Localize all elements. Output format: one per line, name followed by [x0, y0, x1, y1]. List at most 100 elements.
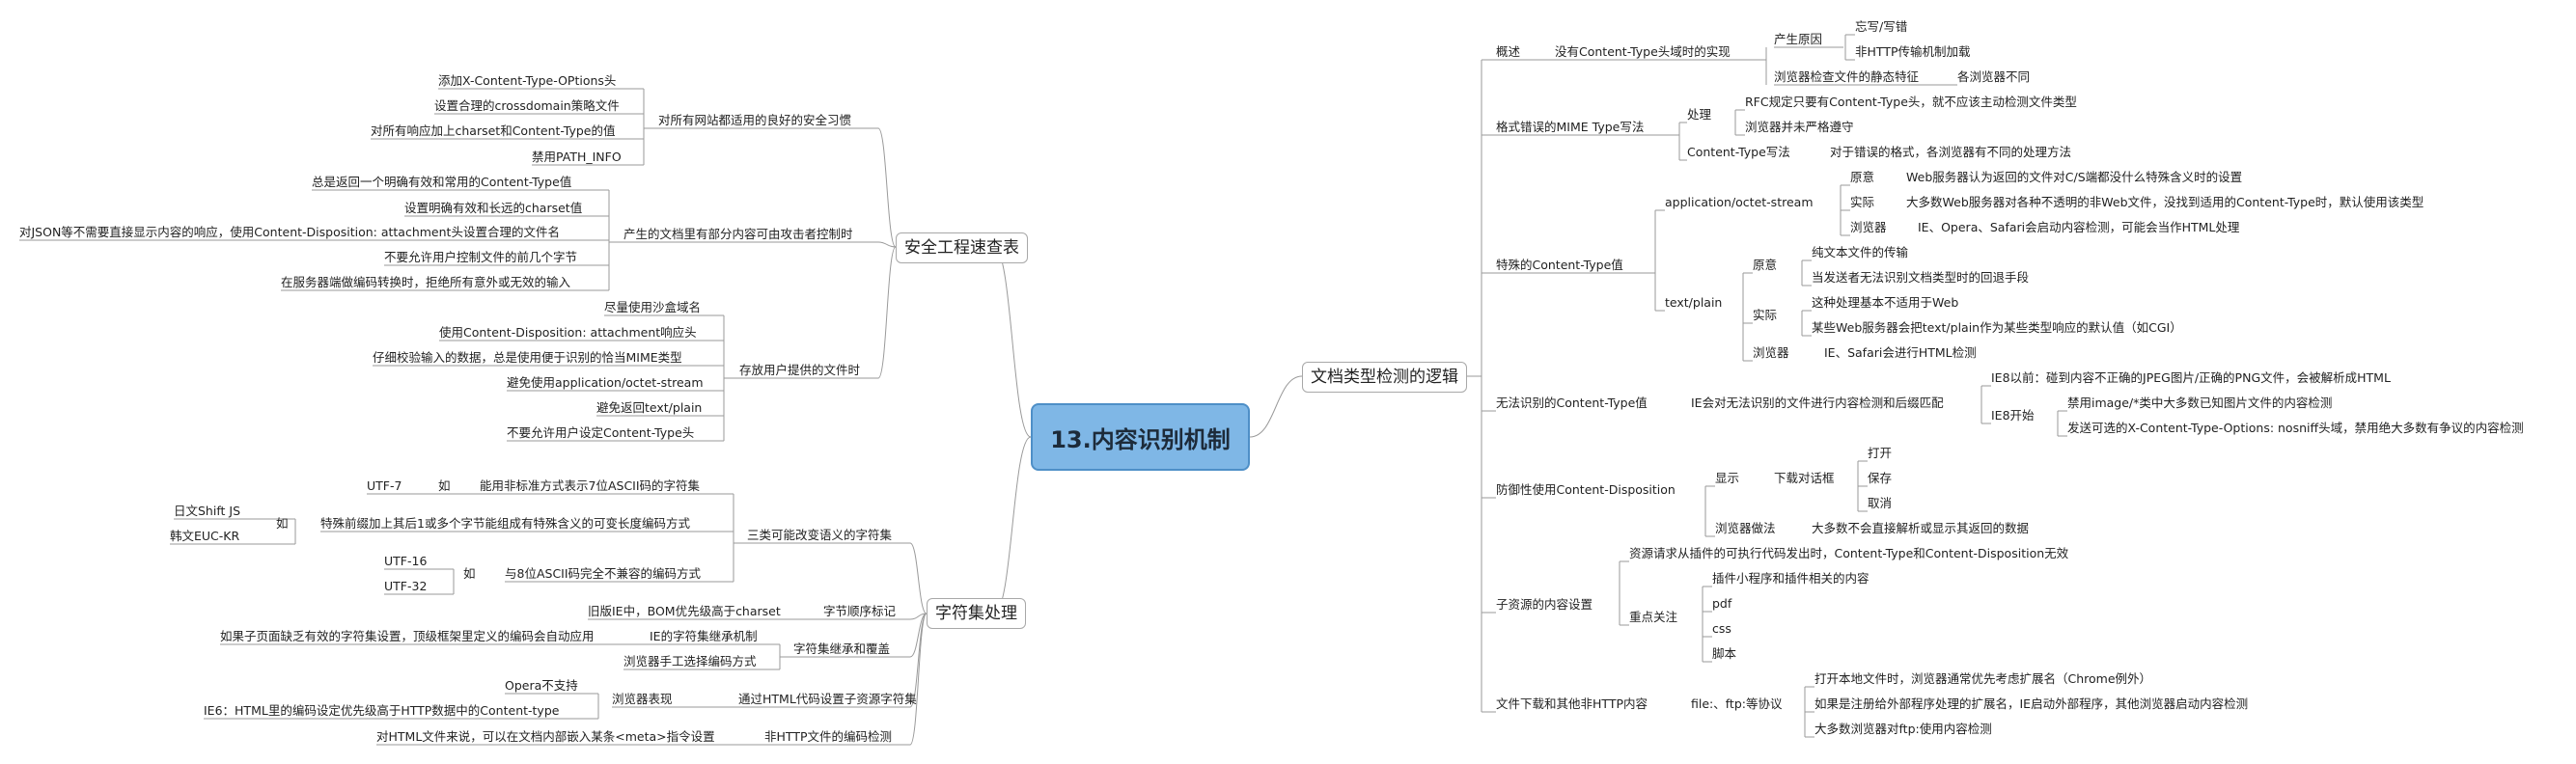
doctype-intent-desc[interactable]: Web服务器认为返回的文件对C/S端都没什么特殊含义时的设置 — [1906, 170, 2243, 184]
doctype-browser-way[interactable]: 浏览器做法 — [1715, 521, 1776, 535]
doctype-no-content-type[interactable]: 没有Content-Type头域时的实现 — [1555, 44, 1731, 59]
charset-nonhttp[interactable]: 非HTTP文件的编码检测 — [764, 729, 892, 744]
charset-multibyte-desc[interactable]: 特殊前缀加上其后1或多个字节能组成有特殊含义的可变长度编码方式 — [320, 516, 690, 531]
doctype-ie8-1[interactable]: 禁用image/*类中大多数已知图片文件的内容检测 — [2067, 396, 2333, 410]
charset-shift-jis[interactable]: 日文Shift JS — [174, 504, 241, 518]
doctype-browsers-differ[interactable]: 各浏览器不同 — [1957, 69, 2031, 84]
doctype-not-strict[interactable]: 浏览器并未严格遵守 — [1745, 120, 1854, 134]
doctype-download-nonhttp[interactable]: 文件下载和其他非HTTP内容 — [1496, 696, 1648, 711]
doctype-open[interactable]: 打开 — [1868, 446, 1893, 460]
security-user-files[interactable]: 存放用户提供的文件时 — [739, 363, 861, 377]
charset-utf7-desc[interactable]: 能用非标准方式表示7位ASCII码的字符集 — [480, 478, 701, 493]
doctype-malformed-mime[interactable]: 格式错误的MIME Type写法 — [1496, 120, 1645, 134]
doctype-file-ftp[interactable]: file:、ftp:等协议 — [1691, 696, 1783, 711]
security-files-item[interactable]: 使用Content-Disposition: attachment响应头 — [439, 325, 697, 340]
charset-manual-select[interactable]: 浏览器手工选择编码方式 — [623, 654, 757, 668]
security-attacker-item[interactable]: 对JSON等不需要直接显示内容的响应，使用Content-Disposition… — [19, 225, 560, 239]
doctype-cause[interactable]: 产生原因 — [1774, 32, 1823, 46]
doctype-subresource-desc[interactable]: 资源请求从插件的可执行代码发出时，Content-Type和Content-Di… — [1629, 546, 2069, 560]
doctype-handle[interactable]: 处理 — [1687, 107, 1712, 122]
doctype-text-plain[interactable]: text/plain — [1665, 295, 1723, 310]
doctype-static-check[interactable]: 浏览器检查文件的静态特征 — [1774, 69, 1920, 84]
doctype-special-values[interactable]: 特殊的Content-Type值 — [1496, 258, 1623, 272]
doctype-tp-actual-2[interactable]: 某些Web服务器会把text/plain作为某些类型响应的默认值（如CGI） — [1812, 320, 2182, 335]
security-files-item[interactable]: 仔细校验输入的数据，总是使用便于识别的恰当MIME类型 — [373, 350, 682, 365]
doctype-cancel[interactable]: 取消 — [1868, 496, 1893, 510]
doctype-css[interactable]: css — [1712, 621, 1731, 636]
doctype-subresource[interactable]: 子资源的内容设置 — [1496, 597, 1593, 612]
security-attacker-item[interactable]: 在服务器端做编码转换时，拒绝所有意外或无效的输入 — [281, 275, 571, 289]
doctype-forget[interactable]: 忘写/写错 — [1855, 19, 1908, 34]
doctype-tp-intent-2[interactable]: 当发送者无法识别文档类型时的回退手段 — [1812, 270, 2030, 285]
root-topic[interactable]: 13.内容识别机制 — [1031, 403, 1250, 471]
security-attacker-control[interactable]: 产生的文档里有部分内容可由攻击者控制时 — [623, 227, 853, 241]
doctype-tp-browser-desc[interactable]: IE、Safari会进行HTML检测 — [1824, 345, 1977, 360]
doctype-local-file[interactable]: 打开本地文件时，浏览器通常优先考虑扩展名（Chrome例外） — [1814, 671, 2152, 686]
doctype-registered-ext[interactable]: 如果是注册给外部程序处理的扩展名，IE启动外部程序，其他浏览器启动内容检测 — [1814, 696, 2249, 711]
doctype-rfc[interactable]: RFC规定只要有Content-Type头，就不应该主动检测文件类型 — [1745, 95, 2077, 109]
charset-ie-inherit-desc[interactable]: 如果子页面缺乏有效的字符集设置，顶级框架里定义的编码会自动应用 — [220, 629, 595, 643]
security-attacker-item[interactable]: 总是返回一个明确有效和常用的Content-Type值 — [312, 175, 572, 189]
security-attacker-item[interactable]: 设置明确有效和长远的charset值 — [404, 201, 583, 215]
doctype-unknown-desc[interactable]: IE会对无法识别的文件进行内容检测和后缀匹配 — [1691, 396, 1944, 410]
doctype-save[interactable]: 保存 — [1868, 471, 1893, 485]
charset-utf32[interactable]: UTF-32 — [384, 579, 428, 593]
charset-utf7[interactable]: UTF-7 — [367, 478, 402, 493]
doctype-browser[interactable]: 浏览器 — [1850, 220, 1887, 234]
doctype-pdf[interactable]: pdf — [1712, 596, 1732, 611]
charset-nonhttp-desc[interactable]: 对HTML文件来说，可以在文档内部嵌入某条<meta>指令设置 — [376, 729, 715, 744]
doctype-focus[interactable]: 重点关注 — [1629, 610, 1678, 624]
doctype-overview[interactable]: 概述 — [1496, 44, 1521, 59]
security-attacker-item[interactable]: 不要允许用户控制文件的前几个字节 — [384, 250, 578, 264]
charset-utf16[interactable]: UTF-16 — [384, 554, 428, 568]
charset-bom[interactable]: 字节顺序标记 — [823, 604, 897, 618]
doctype-ct-syntax-desc[interactable]: 对于错误的格式，各浏览器有不同的处理方法 — [1830, 145, 2072, 159]
charset-bom-desc[interactable]: 旧版IE中，BOM优先级高于charset — [588, 604, 781, 618]
security-general-item[interactable]: 添加X-Content-Type-OPtions头 — [438, 73, 617, 88]
charset-browser-behavior[interactable]: 浏览器表现 — [612, 692, 673, 706]
branch-doctype-detection[interactable]: 文档类型检测的逻辑 — [1302, 362, 1467, 393]
branch-charset[interactable]: 字符集处理 — [927, 598, 1026, 629]
doctype-tp-intent-1[interactable]: 纯文本文件的传输 — [1812, 245, 1909, 259]
doctype-display[interactable]: 显示 — [1715, 471, 1740, 485]
doctype-tp-browser[interactable]: 浏览器 — [1753, 345, 1789, 360]
doctype-actual[interactable]: 实际 — [1850, 195, 1875, 209]
security-files-item[interactable]: 不要允许用户设定Content-Type头 — [507, 425, 695, 440]
charset-example-label: 如 — [438, 478, 451, 493]
doctype-octet-browser-desc[interactable]: IE、Opera、Safari会启动内容检测，可能会当作HTML处理 — [1918, 220, 2240, 234]
charset-three-classes[interactable]: 三类可能改变语义的字符集 — [747, 528, 893, 542]
doctype-tp-intent[interactable]: 原意 — [1753, 258, 1778, 272]
doctype-download-dialog[interactable]: 下载对话框 — [1774, 471, 1835, 485]
security-general-item[interactable]: 对所有响应加上charset和Content-Type的值 — [371, 123, 616, 138]
doctype-ie8-start[interactable]: IE8开始 — [1991, 408, 2035, 423]
doctype-unknown-value[interactable]: 无法识别的Content-Type值 — [1496, 396, 1648, 410]
doctype-ct-syntax[interactable]: Content-Type写法 — [1687, 145, 1790, 159]
security-files-item[interactable]: 尽量使用沙盒域名 — [604, 300, 702, 314]
security-general-item[interactable]: 禁用PATH_INFO — [532, 150, 622, 164]
security-files-item[interactable]: 避免返回text/plain — [596, 400, 703, 415]
branch-security-cheatsheet[interactable]: 安全工程速查表 — [896, 232, 1028, 263]
doctype-plugins[interactable]: 插件小程序和插件相关的内容 — [1712, 571, 1870, 586]
doctype-ie8-before[interactable]: IE8以前：碰到内容不正确的JPEG图片/正确的PNG文件，会被解析成HTML — [1991, 370, 2391, 385]
doctype-non-http[interactable]: 非HTTP传输机制加载 — [1855, 44, 1971, 59]
doctype-ie8-2[interactable]: 发送可选的X-Content-Type-Options: nosniff头域，禁… — [2067, 421, 2524, 435]
doctype-octet-stream[interactable]: application/octet-stream — [1665, 195, 1814, 209]
charset-euc-kr[interactable]: 韩文EUC-KR — [170, 529, 240, 543]
security-general-habits[interactable]: 对所有网站都适用的良好的安全习惯 — [658, 113, 852, 127]
doctype-tp-actual[interactable]: 实际 — [1753, 308, 1778, 322]
doctype-defensive-disposition[interactable]: 防御性使用Content-Disposition — [1496, 482, 1676, 497]
doctype-script[interactable]: 脚本 — [1712, 646, 1737, 661]
doctype-actual-desc[interactable]: 大多数Web服务器对各种不透明的非Web文件，没找到适用的Content-Typ… — [1906, 195, 2424, 209]
charset-ie6[interactable]: IE6：HTML里的编码设定优先级高于HTTP数据中的Content-type — [204, 703, 560, 718]
charset-ie-inherit[interactable]: IE的字符集继承机制 — [650, 629, 758, 643]
security-files-item[interactable]: 避免使用application/octet-stream — [507, 375, 704, 390]
charset-inherit[interactable]: 字符集继承和覆盖 — [793, 641, 891, 656]
doctype-ftp[interactable]: 大多数浏览器对ftp:使用内容检测 — [1814, 722, 1992, 736]
charset-html-subresource[interactable]: 通过HTML代码设置子资源字符集 — [738, 692, 917, 706]
doctype-intent[interactable]: 原意 — [1850, 170, 1875, 184]
charset-opera[interactable]: Opera不支持 — [505, 678, 578, 693]
doctype-tp-actual-1[interactable]: 这种处理基本不适用于Web — [1812, 295, 1959, 310]
charset-utf-desc[interactable]: 与8位ASCII码完全不兼容的编码方式 — [505, 566, 702, 581]
doctype-browser-way-desc[interactable]: 大多数不会直接解析或显示其返回的数据 — [1812, 521, 2030, 535]
security-general-item[interactable]: 设置合理的crossdomain策略文件 — [434, 98, 620, 113]
